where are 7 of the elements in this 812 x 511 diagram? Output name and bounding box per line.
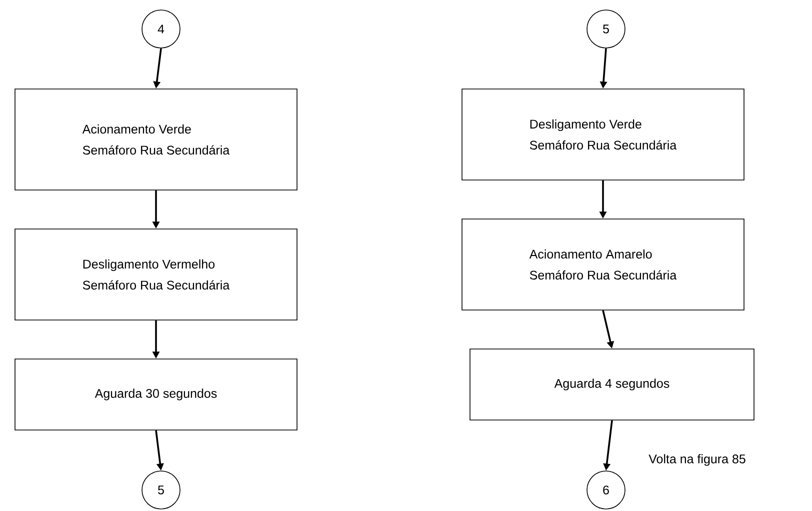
note-text: Volta na figura 85 [648, 454, 746, 466]
process-box: Aguarda 4 segundos [470, 348, 754, 420]
process-box: Aguarda 30 segundos [14, 358, 298, 430]
process-box: Acionamento Verde Semáforo Rua Secundária [14, 88, 298, 190]
process-box: Desligamento Verde Semáforo Rua Secundária [462, 88, 744, 180]
process-box: Acionamento Amarelo Semáforo Rua Secundária [462, 218, 744, 310]
process-box: Desligamento Vermelho Semáforo Rua Secundária [14, 228, 298, 320]
